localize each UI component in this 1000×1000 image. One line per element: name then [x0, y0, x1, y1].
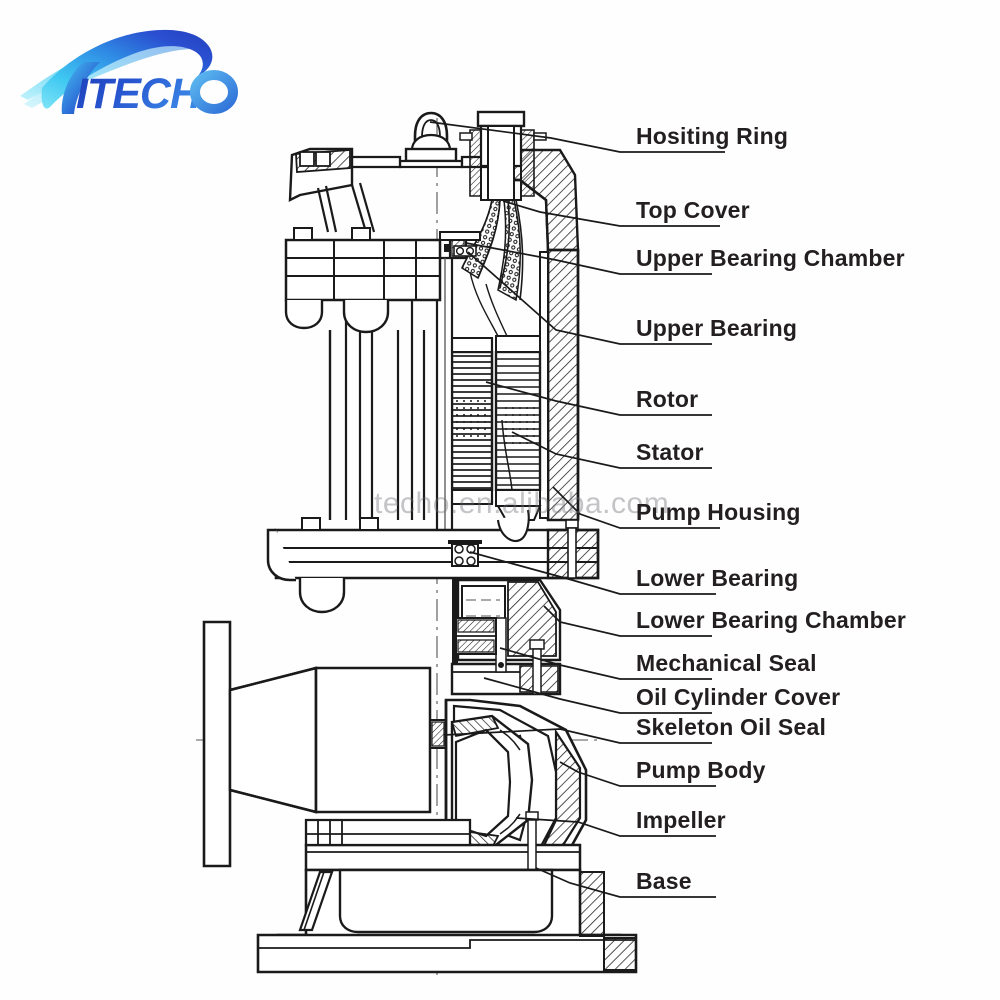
callout-label-impeller: Impeller: [636, 807, 726, 833]
leader-line-skeleton-oil-seal: [443, 728, 712, 744]
logo-wordmark: ITECH: [76, 70, 238, 118]
impeller-part: [450, 714, 534, 850]
stator-part: [494, 335, 542, 507]
base-part: [256, 811, 638, 974]
callout-label-skeleton-oil-seal: Skeleton Oil Seal: [636, 714, 827, 740]
callout-label-upper-bearing: Upper Bearing: [636, 315, 798, 341]
mechanical-seal-part: [455, 617, 497, 655]
hoisting-ring-part: [398, 111, 464, 169]
leader-line-lower-bearing: [469, 551, 716, 595]
callout-label-mechanical-seal: Mechanical Seal: [636, 650, 817, 676]
callout-label-lower-bearing-chamber: Lower Bearing Chamber: [636, 607, 907, 633]
callout-label-stator: Stator: [636, 439, 704, 465]
callout-label-pump-body: Pump Body: [636, 757, 766, 783]
upper-bearing-part: [453, 245, 477, 257]
leader-line-impeller: [515, 817, 716, 837]
callout-label-base: Base: [636, 868, 692, 894]
pump-housing-left-part: [284, 182, 442, 520]
callout-label-oil-cylinder-cover: Oil Cylinder Cover: [636, 684, 841, 710]
leader-line-mechanical-seal: [499, 647, 712, 680]
top-cover-part: [288, 110, 580, 252]
leader-line-pump-body: [559, 761, 716, 787]
leader-line-top-cover: [502, 200, 720, 227]
lower-bearing-part: [448, 540, 482, 567]
callout-leader-lines: [429, 121, 725, 898]
leader-line-stator: [511, 431, 712, 469]
power-cable-bundle: [461, 199, 524, 353]
motor-lower-detail: [496, 419, 542, 542]
pump-housing-flange-part: [266, 517, 600, 614]
brand-logo: ITECH: [20, 29, 238, 118]
callout-label-rotor: Rotor: [636, 386, 699, 412]
logo-swoosh-main: [41, 29, 213, 109]
svg-text:ITECH: ITECH: [76, 70, 202, 118]
callout-label-pump-housing: Pump Housing: [636, 499, 801, 525]
upper-bearing-chamber-part: [439, 231, 481, 260]
motor-shell-part: [539, 248, 580, 522]
leader-line-upper-bearing-chamber: [465, 242, 712, 275]
leader-line-lower-bearing-chamber: [543, 605, 712, 637]
motor-shaft-part: [435, 256, 454, 562]
callout-label-hositing-ring: Hositing Ring: [636, 123, 789, 149]
callout-label-top-cover: Top Cover: [636, 197, 750, 223]
discharge-flange-part: [202, 620, 432, 868]
leader-line-rotor: [485, 381, 712, 416]
callout-label-upper-bearing-chamber: Upper Bearing Chamber: [636, 245, 905, 271]
leader-line-upper-bearing: [467, 251, 712, 345]
logo-t-stem: [61, 62, 100, 114]
logo-letter-o: [190, 70, 238, 114]
callout-label-lower-bearing: Lower Bearing: [636, 565, 799, 591]
leader-line-oil-cylinder-cover: [483, 677, 712, 714]
rotor-part: [450, 337, 494, 505]
leader-line-pump-housing: [552, 486, 720, 529]
leader-line-base: [535, 867, 716, 898]
leader-line-hositing-ring: [429, 121, 725, 153]
